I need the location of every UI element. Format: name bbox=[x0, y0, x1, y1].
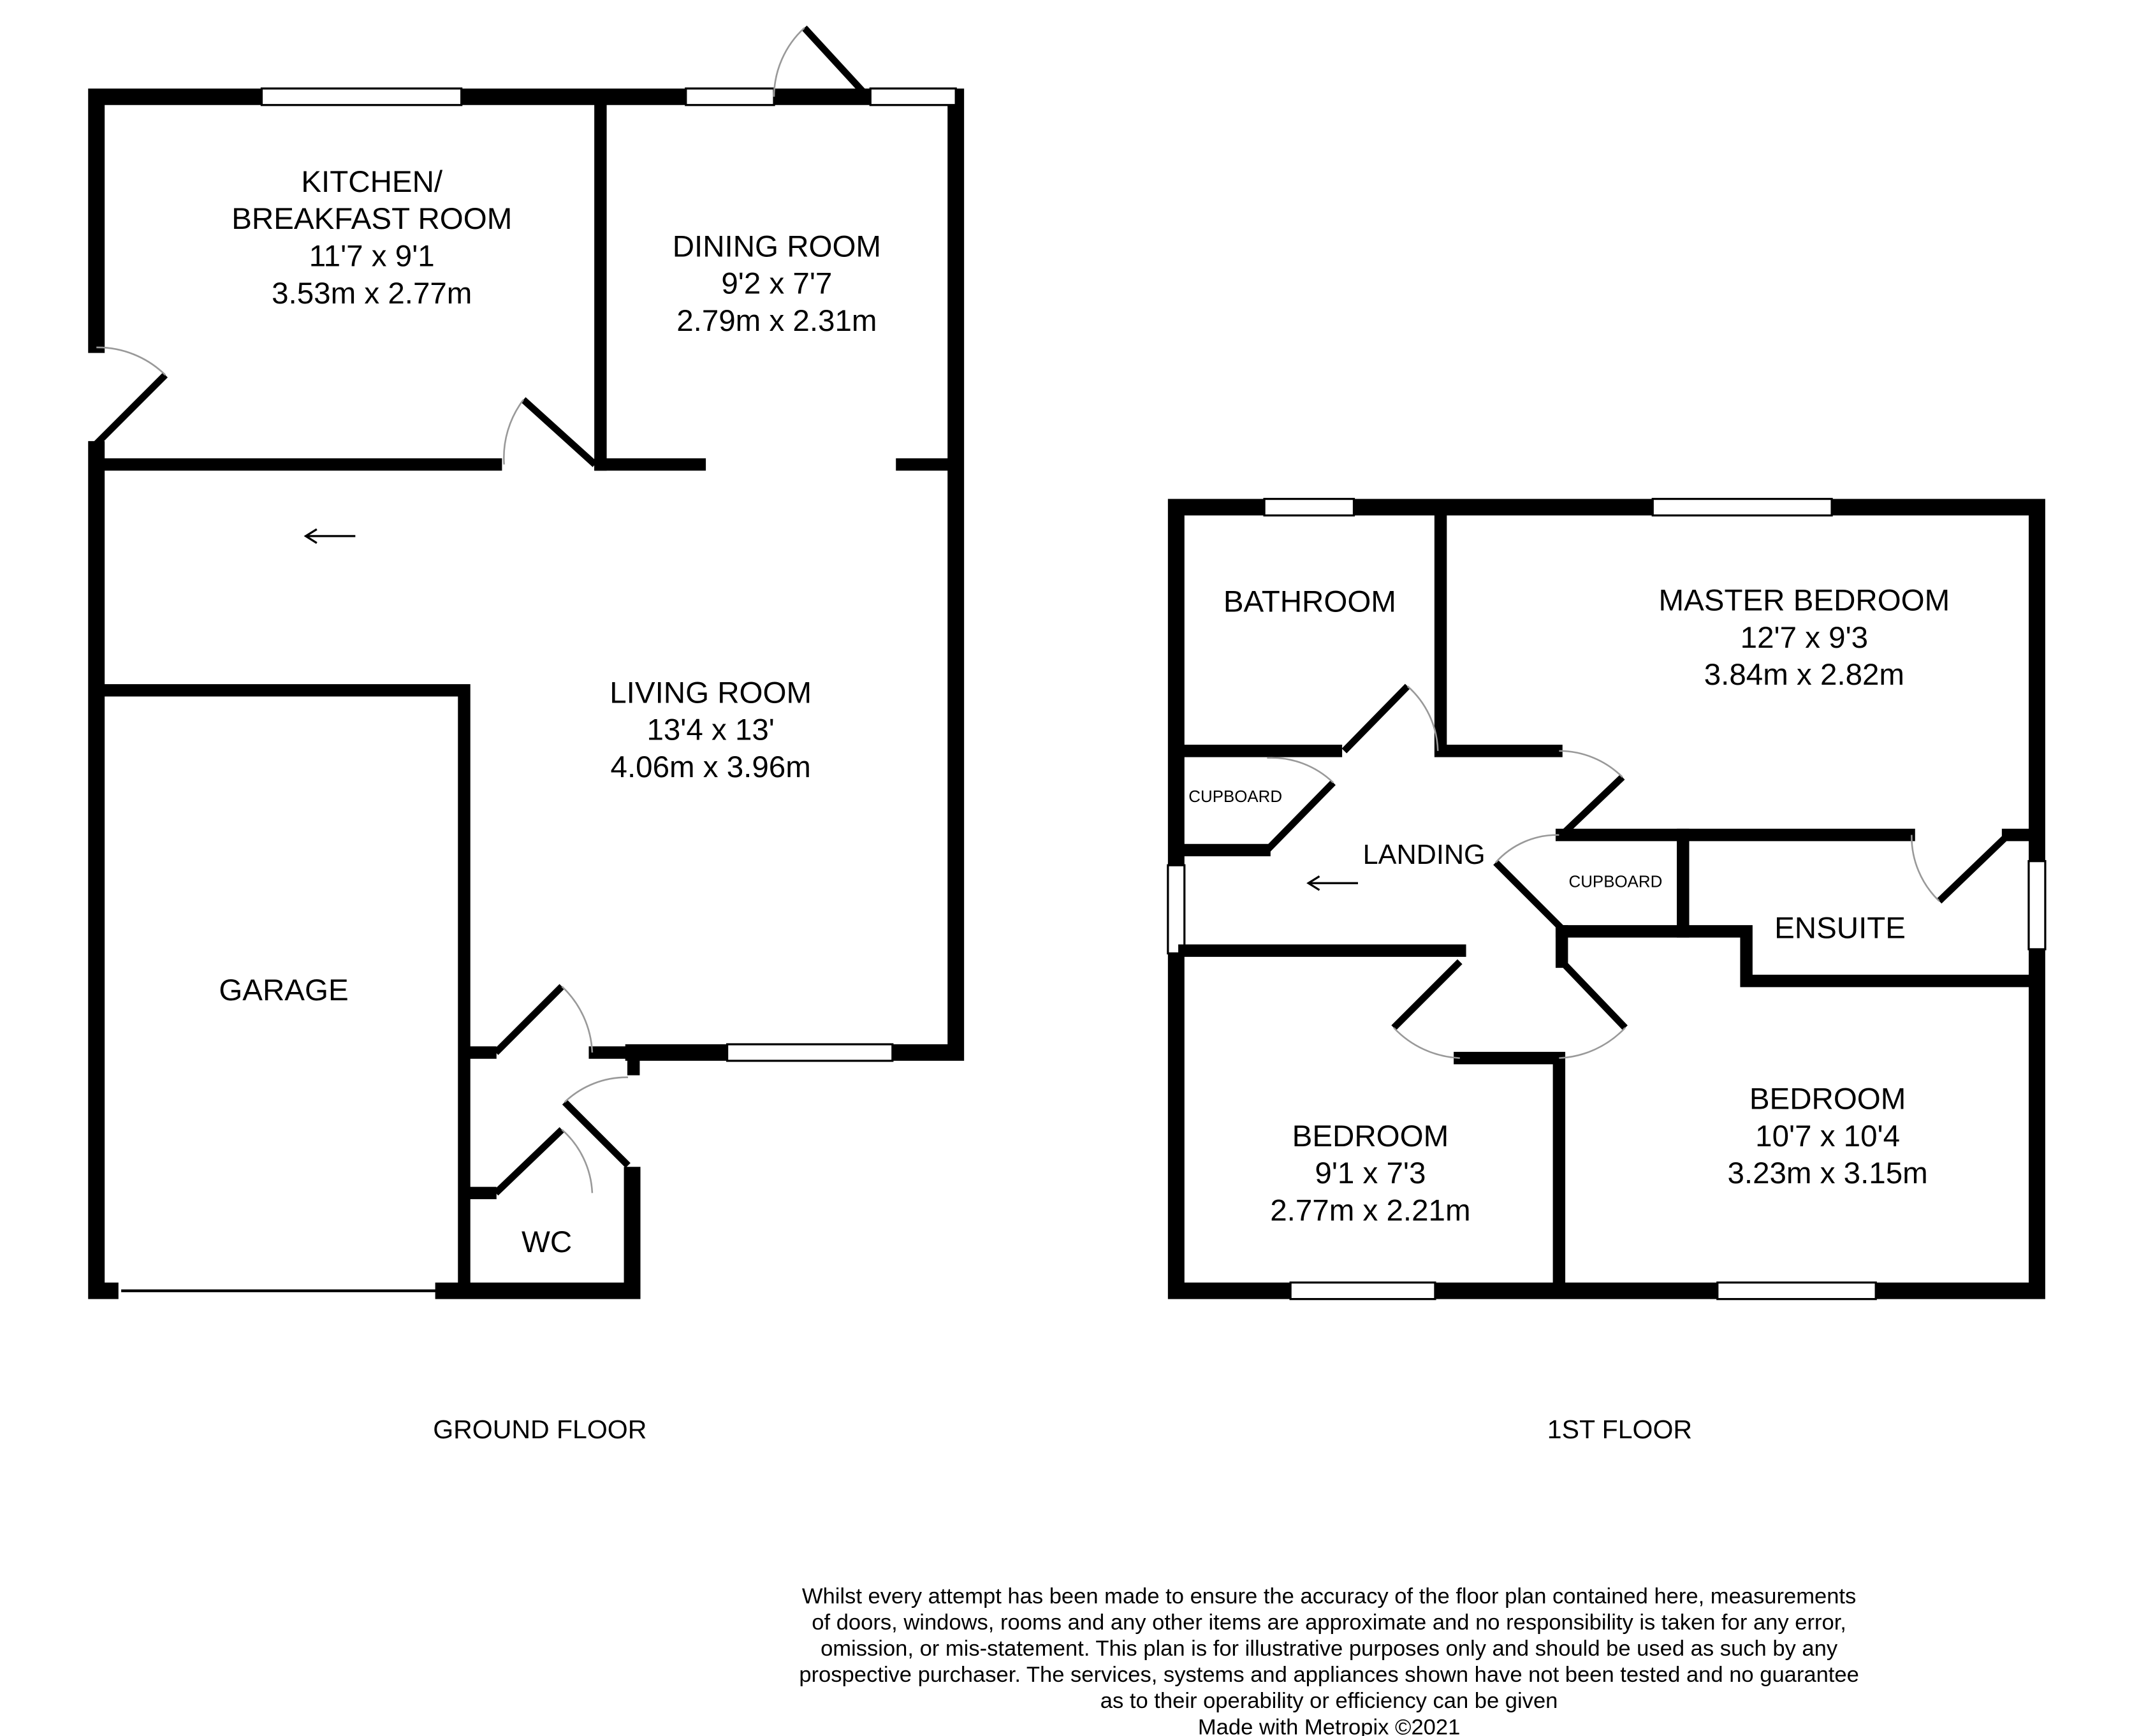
ground-floor-doors bbox=[94, 26, 870, 1196]
ensuite-label: ENSUITE bbox=[1774, 912, 1906, 945]
garage-label: GARAGE bbox=[219, 974, 348, 1007]
bedroom2-label: BEDROOM bbox=[1292, 1120, 1449, 1153]
master-label: MASTER BEDROOM bbox=[1659, 584, 1950, 618]
first-floor-doors bbox=[1264, 683, 2011, 1059]
bedroom3-label: BEDROOM bbox=[1749, 1083, 1906, 1116]
stairs-arrow bbox=[303, 528, 356, 544]
credit: Made with Metropix ©2021 bbox=[1198, 1715, 1460, 1736]
disclaimer-line: as to their operability or efficiency ca… bbox=[1100, 1689, 1558, 1713]
dining-metric: 2.79m x 2.31m bbox=[676, 304, 877, 338]
cupboard-label-2: CUPBOARD bbox=[1569, 873, 1663, 891]
disclaimer-line: of doors, windows, rooms and any other i… bbox=[812, 1610, 1846, 1635]
cupboard-label: CUPBOARD bbox=[1188, 788, 1282, 806]
bedroom3-imperial: 10'7 x 10'4 bbox=[1755, 1120, 1900, 1153]
living-label: LIVING ROOM bbox=[610, 676, 812, 710]
bedroom2-metric: 2.77m x 2.21m bbox=[1270, 1194, 1470, 1228]
living-imperial: 13'4 x 13' bbox=[646, 713, 774, 747]
dining-imperial: 9'2 x 7'7 bbox=[721, 267, 832, 301]
bedroom3-metric: 3.23m x 3.15m bbox=[1727, 1156, 1927, 1190]
wc-label: WC bbox=[522, 1225, 572, 1259]
landing-label: LANDING bbox=[1363, 840, 1486, 870]
dining-label: DINING ROOM bbox=[673, 230, 881, 263]
kitchen-metric: 3.53m x 2.77m bbox=[272, 277, 472, 310]
disclaimer-line: omission, or mis-statement. This plan is… bbox=[821, 1637, 1838, 1661]
stairs-arrow-first bbox=[1306, 875, 1358, 891]
bedroom2-imperial: 9'1 x 7'3 bbox=[1315, 1156, 1426, 1190]
disclaimer-line: Whilst every attempt has been made to en… bbox=[802, 1584, 1856, 1608]
first-floor-label: 1ST FLOOR bbox=[1547, 1415, 1692, 1444]
disclaimer-line: prospective purchaser. The services, sys… bbox=[799, 1663, 1858, 1687]
bathroom-label: BATHROOM bbox=[1223, 585, 1396, 619]
disclaimer: Whilst every attempt has been made to en… bbox=[799, 1584, 1858, 1736]
kitchen-label-2: BREAKFAST ROOM bbox=[231, 202, 512, 236]
master-metric: 3.84m x 2.82m bbox=[1704, 658, 1904, 692]
ground-floor-label: GROUND FLOOR bbox=[433, 1415, 646, 1444]
first-floor-walls bbox=[1167, 497, 2047, 1301]
kitchen-imperial: 11'7 x 9'1 bbox=[309, 239, 435, 273]
master-imperial: 12'7 x 9'3 bbox=[1741, 621, 1868, 655]
living-metric: 4.06m x 3.96m bbox=[611, 750, 811, 784]
ground-floor-walls bbox=[88, 87, 965, 1299]
kitchen-label: KITCHEN/ bbox=[301, 165, 443, 199]
